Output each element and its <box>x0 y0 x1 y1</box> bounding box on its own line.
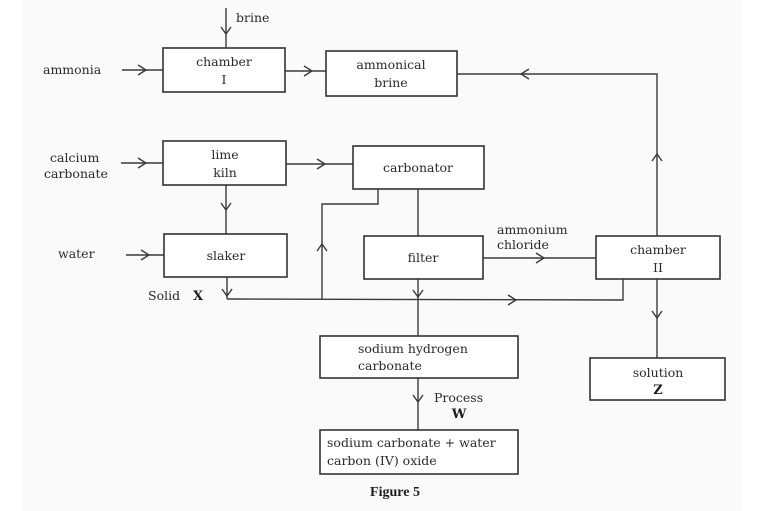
flow-chamber-2-to-ammonical-brine <box>457 68 663 236</box>
box-ammonical-brine-line-2: brine <box>374 75 407 90</box>
arrow-right-icon <box>137 157 148 169</box>
label-ammonium-chloride-line-1: ammonium <box>497 222 568 237</box>
arrow-down-icon <box>412 289 424 299</box>
label-process: Process <box>434 390 483 405</box>
arrow-down-icon <box>220 26 232 36</box>
arrow-right-icon <box>507 294 518 306</box>
box-solution-z-line-2: Z <box>653 383 663 398</box>
box-sodium-hydrogen-carbonate-line-1: sodium hydrogen <box>358 341 468 356</box>
input-calcium-carbonate-line-2: carbonate <box>44 166 108 181</box>
arrow-left-icon <box>519 68 530 80</box>
box-solution-z-line-1: solution <box>633 365 684 380</box>
box-lime-kiln-line-1: lime <box>211 147 238 162</box>
box-chamber-1-line-2: I <box>222 72 227 87</box>
arrow-right-icon <box>535 252 546 264</box>
box-chamber-2-line-2: II <box>653 260 663 275</box>
input-brine-label: brine <box>236 10 269 25</box>
box-slaker-label: slaker <box>207 248 246 263</box>
box-sodium-hydrogen-carbonate: sodium hydrogen carbonate <box>319 335 519 379</box>
arrow-up-icon <box>316 242 328 252</box>
flow-brine-to-chamber-1 <box>220 8 232 48</box>
box-solution-z: solution Z <box>589 357 726 401</box>
input-calcium-carbonate-line-1: calcium <box>50 150 100 165</box>
box-products: sodium carbonate + water carbon (IV) oxi… <box>319 429 519 475</box>
box-chamber-2-line-1: chamber <box>630 242 686 257</box>
flow-chamber-2-to-solution-z <box>651 279 663 358</box>
flow-calcium-carbonate-to-lime-kiln <box>121 157 163 169</box>
box-chamber-2: chamber II <box>595 235 721 280</box>
arrow-right-icon <box>303 65 314 77</box>
box-lime-kiln-line-2: kiln <box>213 165 237 180</box>
arrow-down-icon <box>220 202 232 212</box>
box-lime-kiln: lime kiln <box>162 140 287 186</box>
flow-chamber-1-to-ammonical-brine <box>285 65 326 77</box>
label-process-letter: W <box>451 407 467 422</box>
label-solid-letter: X <box>193 289 204 304</box>
flow-lime-kiln-to-slaker <box>220 185 232 234</box>
box-products-line-2: carbon (IV) oxide <box>327 453 437 468</box>
arrow-right-icon <box>140 249 151 261</box>
flow-slaker-solid-x <box>221 277 233 299</box>
arrow-down-icon <box>412 394 424 404</box>
input-water-label: water <box>58 246 95 261</box>
input-ammonia-label: ammonia <box>43 62 102 77</box>
arrow-right-icon <box>137 64 148 76</box>
box-carbonator: carbonator <box>352 145 485 190</box>
box-filter: filter <box>363 235 484 280</box>
box-slaker: slaker <box>163 233 288 278</box>
box-filter-label: filter <box>408 250 439 265</box>
box-chamber-1: chamber I <box>162 47 286 93</box>
flow-ammonia-to-chamber-1 <box>122 64 163 76</box>
flow-lime-kiln-to-carbonator <box>286 158 353 170</box>
box-ammonical-brine-line-1: ammonical <box>356 57 425 72</box>
box-carbonator-label: carbonator <box>383 160 453 175</box>
flow-filter-to-sodium-hydrogen-carbonate <box>412 279 424 336</box>
flow-bottom-line-to-chamber-2 <box>226 279 624 306</box>
label-solid-x: Solid X <box>148 288 204 304</box>
box-chamber-1-line-1: chamber <box>196 54 252 69</box>
arrow-up-icon <box>651 152 663 162</box>
figure-caption: Figure 5 <box>370 485 420 500</box>
arrow-down-icon <box>221 288 233 298</box>
label-ammonium-chloride-line-2: chloride <box>497 237 549 252</box>
flow-water-to-slaker <box>126 249 164 261</box>
label-solid-prefix: Solid <box>148 288 180 303</box>
flow-bottom-line-to-carbonator <box>316 189 379 299</box>
box-products-line-1: sodium carbonate + water <box>327 435 496 450</box>
arrow-right-icon <box>316 158 327 170</box>
flow-process-w <box>412 378 424 430</box>
box-ammonical-brine: ammonical brine <box>325 50 458 97</box>
box-sodium-hydrogen-carbonate-line-2: carbonate <box>358 358 422 373</box>
flow-filter-to-chamber-2 <box>483 252 596 264</box>
arrow-down-icon <box>651 310 663 320</box>
